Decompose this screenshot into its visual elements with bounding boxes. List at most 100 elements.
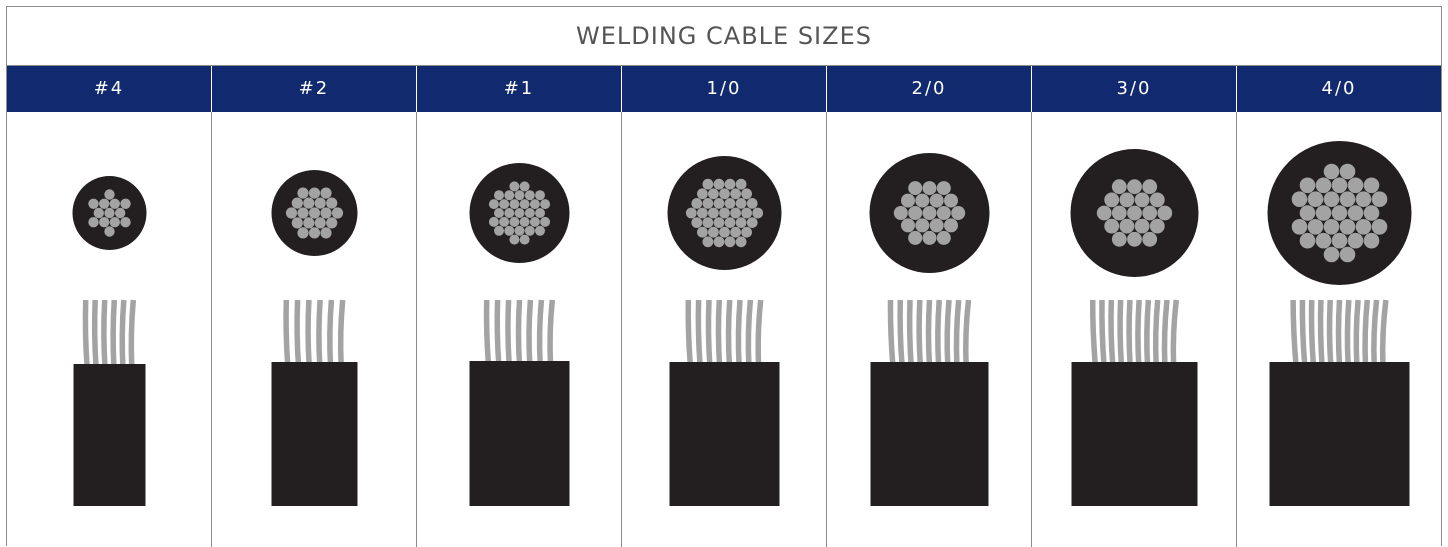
- cable-strand: [901, 218, 915, 233]
- cable-strand: [1142, 231, 1158, 247]
- cable-wire: [1290, 299, 1299, 367]
- cable-strand: [535, 225, 545, 236]
- cable-strand: [93, 207, 105, 219]
- cable-strand: [936, 230, 951, 245]
- cable-strand: [514, 225, 525, 236]
- cable-strand: [308, 207, 321, 219]
- cable-strand: [724, 198, 736, 209]
- cable-wire: [110, 299, 118, 369]
- cable-wire: [1126, 299, 1133, 367]
- cable-strand: [514, 190, 525, 201]
- cable-wire: [305, 299, 312, 367]
- cable-strand: [524, 208, 535, 218]
- cable-strand: [1331, 232, 1348, 249]
- cable-strand: [741, 207, 752, 219]
- cable-strand: [499, 199, 510, 210]
- cable-strand: [735, 236, 747, 248]
- cable-strand: [535, 208, 545, 218]
- cable-strand: [1127, 231, 1142, 247]
- cable-strand: [922, 181, 937, 196]
- cable-wire: [935, 299, 942, 367]
- cable-strand: [524, 190, 535, 201]
- cable-body: [1071, 362, 1198, 506]
- cable-strand: [735, 178, 747, 190]
- cable-strand: [1149, 218, 1165, 234]
- cable-strand: [1339, 246, 1356, 263]
- cable-strand: [109, 217, 121, 228]
- cable-2-illustration: [271, 170, 358, 506]
- cable-illustration-row: [7, 112, 1441, 547]
- cable-strand: [509, 199, 520, 210]
- cable-strand: [752, 207, 764, 219]
- cable-2-0-illustration: [869, 153, 990, 506]
- cable-strand: [735, 217, 747, 228]
- cable-strand: [494, 208, 504, 218]
- cable-strand: [713, 178, 725, 190]
- cable-strand: [708, 226, 719, 238]
- cable-wire: [963, 299, 972, 367]
- size-label-4: #4: [93, 78, 125, 99]
- cable-wire: [1170, 299, 1180, 367]
- cable-strand: [908, 230, 923, 245]
- size-label-1-0: 1/0: [621, 66, 826, 112]
- cable-strand: [499, 216, 510, 227]
- cable-wire: [1161, 299, 1170, 367]
- cable-strand: [735, 198, 747, 209]
- cable-strand: [697, 188, 708, 200]
- cable-strand: [1363, 177, 1380, 194]
- cable-strand: [908, 206, 923, 220]
- cable-strand: [719, 188, 730, 200]
- cable-body: [870, 362, 989, 506]
- cable-strand: [915, 193, 930, 208]
- cable-strand: [303, 217, 315, 229]
- cable-strand: [1339, 163, 1356, 180]
- cable-strand: [1111, 179, 1127, 195]
- cable-wire: [515, 299, 523, 366]
- cable-strand: [922, 230, 937, 245]
- cable-strand: [1323, 191, 1340, 207]
- cable-strand: [691, 217, 703, 228]
- cable-wire: [745, 299, 754, 367]
- cable-strand: [488, 216, 499, 227]
- cable-cell-2: [211, 112, 416, 547]
- cable-strand: [713, 217, 725, 228]
- cable-wire: [725, 299, 733, 367]
- cable-strand: [915, 218, 930, 233]
- cable-strand: [1355, 219, 1372, 235]
- cable-strand: [529, 199, 540, 210]
- cable-cell-3-0: [1031, 112, 1236, 547]
- cable-wire: [294, 299, 302, 367]
- cable-strand: [1363, 205, 1380, 221]
- cable-wire: [735, 299, 743, 367]
- cable-strand: [519, 199, 530, 210]
- cable-wire: [925, 299, 933, 367]
- cable-wire: [128, 299, 137, 369]
- cable-strand: [1347, 177, 1364, 194]
- cable-strand: [893, 206, 908, 220]
- cable-strand: [104, 207, 115, 219]
- cable-1-0-illustration: [667, 156, 782, 506]
- cable-strand: [1119, 218, 1135, 234]
- cable-wire: [1099, 299, 1107, 367]
- cable-strand: [1299, 205, 1316, 221]
- cable-4-0-illustration: [1267, 141, 1412, 506]
- cable-wire: [1326, 299, 1334, 367]
- cable-strand: [1323, 219, 1340, 235]
- size-label-2-0: 2/0: [826, 66, 1031, 112]
- cable-wire: [887, 299, 896, 367]
- cable-wire: [1108, 299, 1116, 367]
- cable-strand: [929, 218, 944, 233]
- cable-wire: [1144, 299, 1152, 367]
- cable-strand: [519, 181, 530, 192]
- cable-strand: [320, 207, 332, 219]
- chart-title: WELDING CABLE SIZES: [7, 7, 1441, 66]
- cable-strand: [285, 207, 298, 219]
- cable-wire: [1362, 299, 1371, 367]
- cable-strand: [488, 199, 499, 210]
- cable-strand: [730, 188, 741, 200]
- cable-strand: [326, 197, 338, 209]
- cable-strand: [719, 226, 730, 238]
- cable-strand: [1142, 205, 1158, 221]
- cable-strand: [741, 188, 752, 200]
- cable-cell-1: [416, 112, 621, 547]
